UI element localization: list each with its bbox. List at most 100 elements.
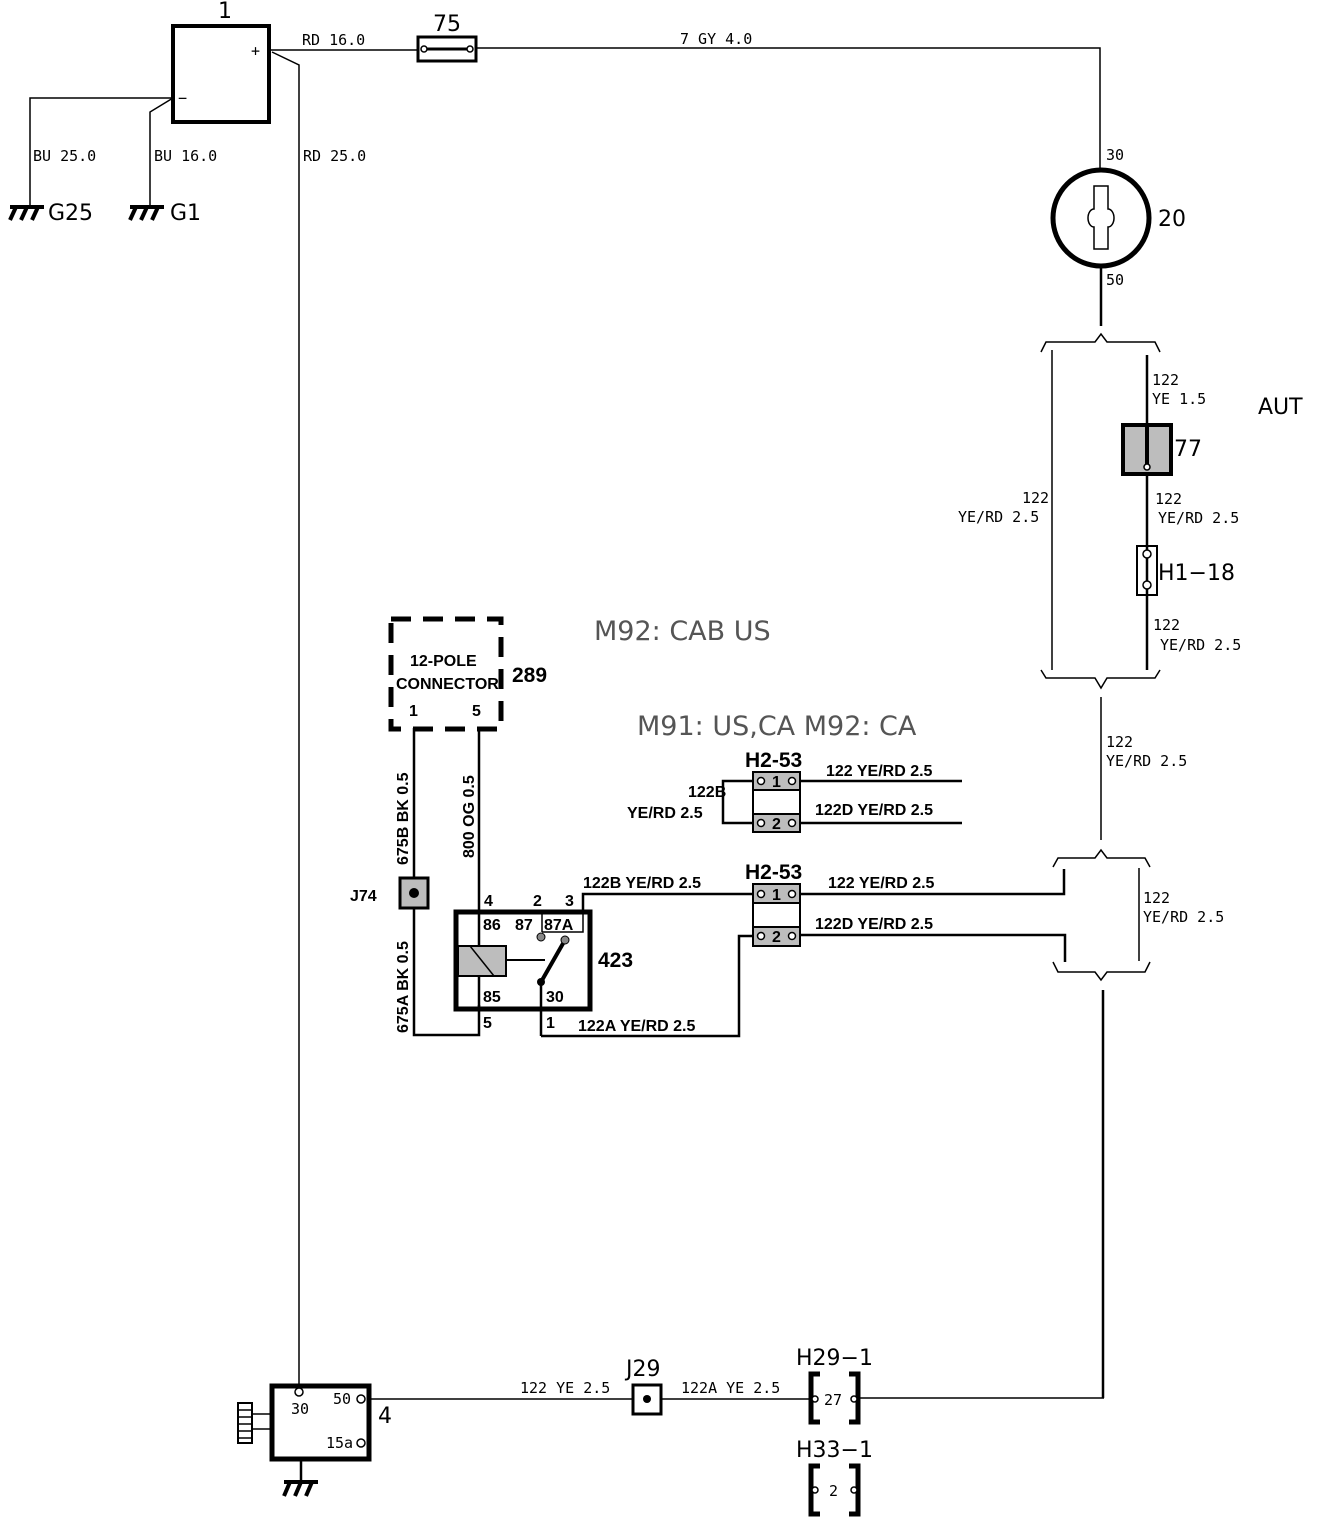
label-122b-low: 122B YE/RD 2.5 <box>583 875 701 892</box>
h29-1-id: H29−1 <box>796 1346 873 1371</box>
starter-motor[interactable]: 30 50 15a 4 <box>269 1383 392 1462</box>
battery-id: 1 <box>218 0 232 24</box>
label-122b-up-b: YE/RD 2.5 <box>627 805 703 822</box>
label-122-low-b: YE/RD 2.5 <box>1160 636 1241 654</box>
fuse-77[interactable]: 77 <box>1121 423 1202 476</box>
starter-pin-30: 30 <box>291 1400 309 1418</box>
h2-53-lower-id: H2-53 <box>745 861 802 884</box>
aut-label: AUT <box>1258 395 1303 420</box>
wire-bu16 <box>149 97 174 205</box>
h2-53-upper-pin2: 2 <box>772 816 781 833</box>
ground-icon <box>128 205 164 221</box>
battery-plus: + <box>251 42 260 60</box>
wire-122b-up <box>721 779 753 825</box>
connector-289-pin5: 5 <box>472 703 481 720</box>
starter-pin-15a: 15a <box>326 1434 353 1452</box>
wire-122-low <box>800 869 1066 896</box>
ignition-pin-30: 30 <box>1106 146 1124 164</box>
h1-18-id: H1−18 <box>1158 561 1235 586</box>
label-gy7: 7 GY 4.0 <box>680 30 752 48</box>
connector-289-line1: 12-POLE <box>410 653 477 670</box>
connector-h2-53-upper[interactable]: 1 2 H2-53 <box>745 749 802 833</box>
battery-minus: − <box>178 89 187 107</box>
relay-id: 423 <box>598 949 633 972</box>
label-122-trunk-a: 122 <box>1106 733 1133 751</box>
wire-122a <box>541 934 753 1038</box>
connector-289[interactable]: 12-POLE CONNECTOR 1 5 289 <box>388 616 547 732</box>
relay-pin-85: 85 <box>483 989 501 1006</box>
label-122d-low: 122D YE/RD 2.5 <box>815 916 933 933</box>
ignition-pin-50: 50 <box>1106 271 1124 289</box>
label-rd25: RD 25.0 <box>303 147 366 165</box>
wire-rd25 <box>271 51 300 1385</box>
splice-j29[interactable]: J29 <box>624 1357 663 1416</box>
label-122b-up-a: 122B <box>688 784 726 801</box>
ignition-switch[interactable]: 30 20 50 <box>1050 146 1186 289</box>
label-122-up: 122 YE/RD 2.5 <box>826 763 933 780</box>
label-122-trunk-b: YE/RD 2.5 <box>1106 752 1187 770</box>
label-122-low-a: 122 <box>1153 616 1180 634</box>
label-122-left-a: 122 <box>1022 489 1049 507</box>
relay-pin-87a: 87A <box>544 917 574 934</box>
connector-289-pin1: 1 <box>409 703 418 720</box>
connector-289-line2: CONNECTOR <box>396 676 499 693</box>
option-m92-cab-us: M92: CAB US <box>594 616 771 647</box>
wire-gy7 <box>476 47 1101 170</box>
label-122-ye15-a: 122 <box>1152 371 1179 389</box>
starter-id: 4 <box>378 1404 392 1429</box>
brace-top-2 <box>1052 848 1151 868</box>
splice-j74[interactable]: J74 <box>350 876 430 910</box>
h33-1-pin: 2 <box>829 1482 838 1500</box>
wire-122d-low <box>800 933 1067 962</box>
h33-1-id: H33−1 <box>796 1438 873 1463</box>
label-122-br2-a: 122 <box>1143 889 1170 907</box>
relay-423[interactable]: 4 2 3 86 87 87A 85 30 5 1 423 <box>453 893 633 1036</box>
relay-pin-1: 1 <box>546 1015 555 1032</box>
label-122a-relay: 122A YE/RD 2.5 <box>578 1018 696 1035</box>
label-bu25: BU 25.0 <box>33 147 96 165</box>
wire-bu25 <box>29 97 173 205</box>
gear-icon <box>237 1402 272 1444</box>
label-122d-up: 122D YE/RD 2.5 <box>815 802 933 819</box>
label-675b: 675B BK 0.5 <box>395 772 412 865</box>
fuse-75[interactable]: 75 <box>416 12 478 63</box>
label-122-left-b: YE/RD 2.5 <box>958 508 1039 526</box>
connector-h29-1[interactable]: 27 H29−1 <box>796 1346 873 1425</box>
label-122-ye25: 122 YE 2.5 <box>520 1379 610 1397</box>
label-122-ye15-b: YE 1.5 <box>1152 390 1206 408</box>
label-800: 800 OG 0.5 <box>461 775 478 858</box>
ignition-id: 20 <box>1158 207 1186 232</box>
h2-53-lower-pin1: 1 <box>772 887 781 904</box>
relay-pin-2: 2 <box>533 893 542 910</box>
battery[interactable]: 1 + − <box>171 0 271 124</box>
label-122-mid-b: YE/RD 2.5 <box>1158 509 1239 527</box>
relay-pin-5: 5 <box>483 1015 492 1032</box>
ground-icon <box>8 205 44 221</box>
brace-bottom <box>1040 669 1161 690</box>
j29-id: J29 <box>624 1357 660 1382</box>
relay-pin-30: 30 <box>546 989 564 1006</box>
relay-pin-3: 3 <box>565 893 574 910</box>
h2-53-lower-pin2: 2 <box>772 929 781 946</box>
h2-53-upper-pin1: 1 <box>772 774 781 791</box>
h2-53-upper-id: H2-53 <box>745 749 802 772</box>
connector-h33-1[interactable]: 2 H33−1 <box>796 1438 873 1517</box>
ground-icon <box>282 1480 318 1497</box>
label-rd16: RD 16.0 <box>302 31 365 49</box>
fuse-77-id: 77 <box>1174 437 1202 462</box>
relay-pin-87: 87 <box>515 917 533 934</box>
label-122-br2-b: YE/RD 2.5 <box>1143 908 1224 926</box>
ground-g1: G1 <box>170 201 201 226</box>
label-122-mid-a: 122 <box>1155 490 1182 508</box>
key-icon <box>1087 185 1115 250</box>
wire-122b <box>581 892 753 912</box>
ground-g25: G25 <box>48 201 93 226</box>
j74-id: J74 <box>350 888 377 905</box>
label-bu16: BU 16.0 <box>154 147 217 165</box>
connector-h1-18[interactable]: H1−18 <box>1136 545 1235 596</box>
label-675a: 675A BK 0.5 <box>395 941 412 1033</box>
label-122-low: 122 YE/RD 2.5 <box>828 875 935 892</box>
connector-h2-53-lower[interactable]: 1 2 H2-53 <box>745 861 802 947</box>
relay-pin-86: 86 <box>483 917 501 934</box>
